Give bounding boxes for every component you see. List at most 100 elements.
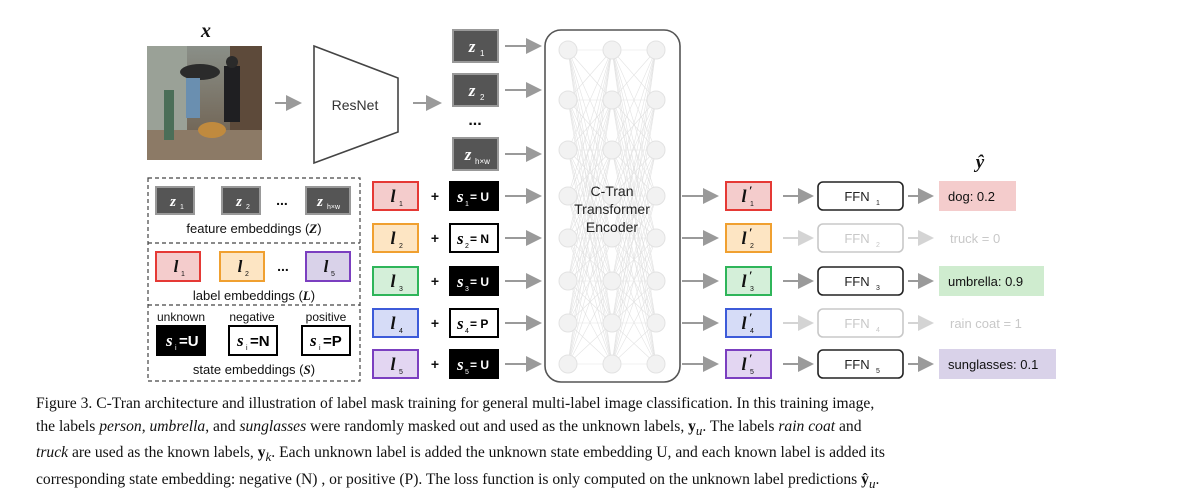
output-token-l5: l′5 [725,349,772,379]
prediction-5: sunglasses: 0.1 [939,349,1056,379]
caption-symbol-yu-sub: u [695,422,703,438]
legend-feature-z2-sub: 2 [246,204,250,211]
legend-state-unknown-title: unknown [157,310,205,324]
caption-text: the labels [36,417,100,435]
output-token-l3-base: l [741,271,746,291]
label-token-l1-base: l [390,186,395,206]
plus-sign: + [431,230,439,246]
state-token-s3-value: = U [470,275,489,289]
ffn-block-1-base: FFN [844,189,869,204]
output-token-l1: l′1 [725,181,772,211]
caption-term-sunglasses: sunglasses [239,417,307,435]
legend-label-caption-prefix: label embeddings ( [193,288,304,303]
ffn-block-3-base: FFN [844,274,869,289]
legend-feature-z2-base: z [235,194,242,210]
ffn-block-3: FFN 3 [817,266,904,296]
label-token-l1-sub: 1 [399,201,403,208]
caption-term-truck: truck [36,444,69,462]
feature-token-z2-sub: 2 [480,93,485,102]
prediction-4-text: rain coat = 1 [950,316,1022,331]
state-token-s5-base: s [456,355,464,374]
output-token-l2: l′2 [725,223,772,253]
feature-token-zhw-sub: h×w [475,157,490,166]
legend-feature-z1-base: z [169,194,176,210]
caption-text: are used as the known labels, [68,444,258,462]
legend-label-l1-base: l [174,257,179,276]
prime-mark: ′ [749,310,753,325]
caption-text: , [141,417,150,435]
caption-line-4: corresponding state embedding: negative … [36,469,1161,496]
prediction-1-text: dog: 0.2 [948,189,995,204]
legend-state-caption: state embeddings (S) [193,362,315,377]
state-token-s1-sub: 1 [465,201,469,208]
legend-label-ellipsis: ... [277,258,289,274]
ffn-block-3-sub: 3 [876,285,880,292]
legend-state-negative-sub: i [246,345,248,352]
prediction-5-text: sunglasses: 0.1 [948,357,1038,372]
legend-feature-zhw: z h×w [305,186,351,215]
legend-state-positive: s i =P [301,325,351,356]
state-token-s3-base: s [456,272,464,291]
prediction-4: rain coat = 1 [950,316,1022,331]
legend-state-negative-value: =N [250,333,270,350]
caption-line-3: truck are used as the known labels, yk. … [36,442,1161,469]
prime-mark: ′ [749,225,753,240]
ffn-block-5-sub: 5 [876,368,880,375]
output-token-l2-sub: 2 [750,243,754,250]
feature-token-z1-sub: 1 [480,49,485,58]
legend-state-unknown: s i =U [156,325,206,356]
legend-state-positive-base: s [309,331,317,350]
output-token-l5-base: l [741,354,746,374]
ffn-block-2-base: FFN [844,231,869,246]
ffn-block-4-base: FFN [844,316,869,331]
resnet-label: ResNet [332,97,379,113]
legend-state-positive-sub: i [319,345,321,352]
feature-token-z1: z 1 [452,29,499,63]
legend-feature-ellipsis: ... [276,192,288,208]
caption-text: and [835,417,862,435]
ffn-block-4-sub: 4 [876,327,880,334]
output-token-l3: l′3 [725,266,772,296]
state-token-s2-value: = N [470,232,489,246]
feature-token-zhw: z h×w [452,137,499,171]
state-token-s4-value: = P [470,317,488,331]
caption-symbol-yk-sub: k [265,449,272,465]
caption-line-1-text: Figure 3. C-Tran architecture and illust… [36,395,875,412]
legend-label-l5-sub: 5 [331,271,335,278]
output-token-l1-sub: 1 [750,201,754,208]
transformer-label-line3: Encoder [586,219,638,235]
architecture-figure: x ResNet z 1 z 2 ... z h×w [147,20,1056,383]
state-token-s4-base: s [456,314,464,333]
legend-label-l1: l 1 [155,251,201,282]
embedding-legend: z 1 z 2 ... z h×w feature embeddings (Z)… [147,177,361,382]
legend-state-negative-base: s [236,331,244,350]
legend-state-caption-close: ) [311,362,315,377]
figure-caption: Figure 3. C-Tran architecture and illust… [36,393,1161,495]
legend-feature-caption-var: Z [308,221,317,236]
caption-symbol-yu: y [688,417,696,435]
legend-feature-z2: z 2 [221,186,261,215]
legend-label-l2: l 2 [219,251,265,282]
caption-text: corresponding state embedding: negative … [36,470,862,488]
caption-symbol-yhat: ŷ [861,470,869,488]
plus-sign: + [431,315,439,331]
prediction-2: truck = 0 [950,231,1000,246]
legend-feature-zhw-base: z [316,194,323,210]
legend-label-l2-sub: 2 [245,271,249,278]
legend-label-caption-close: ) [311,288,315,303]
legend-state-caption-prefix: state embeddings ( [193,362,304,377]
state-token-s2-base: s [456,229,464,248]
input-x-label: x [200,20,211,42]
label-token-l5-sub: 5 [399,369,403,376]
legend-label-l2-base: l [238,257,243,276]
legend-feature-zhw-sub: h×w [327,204,341,211]
